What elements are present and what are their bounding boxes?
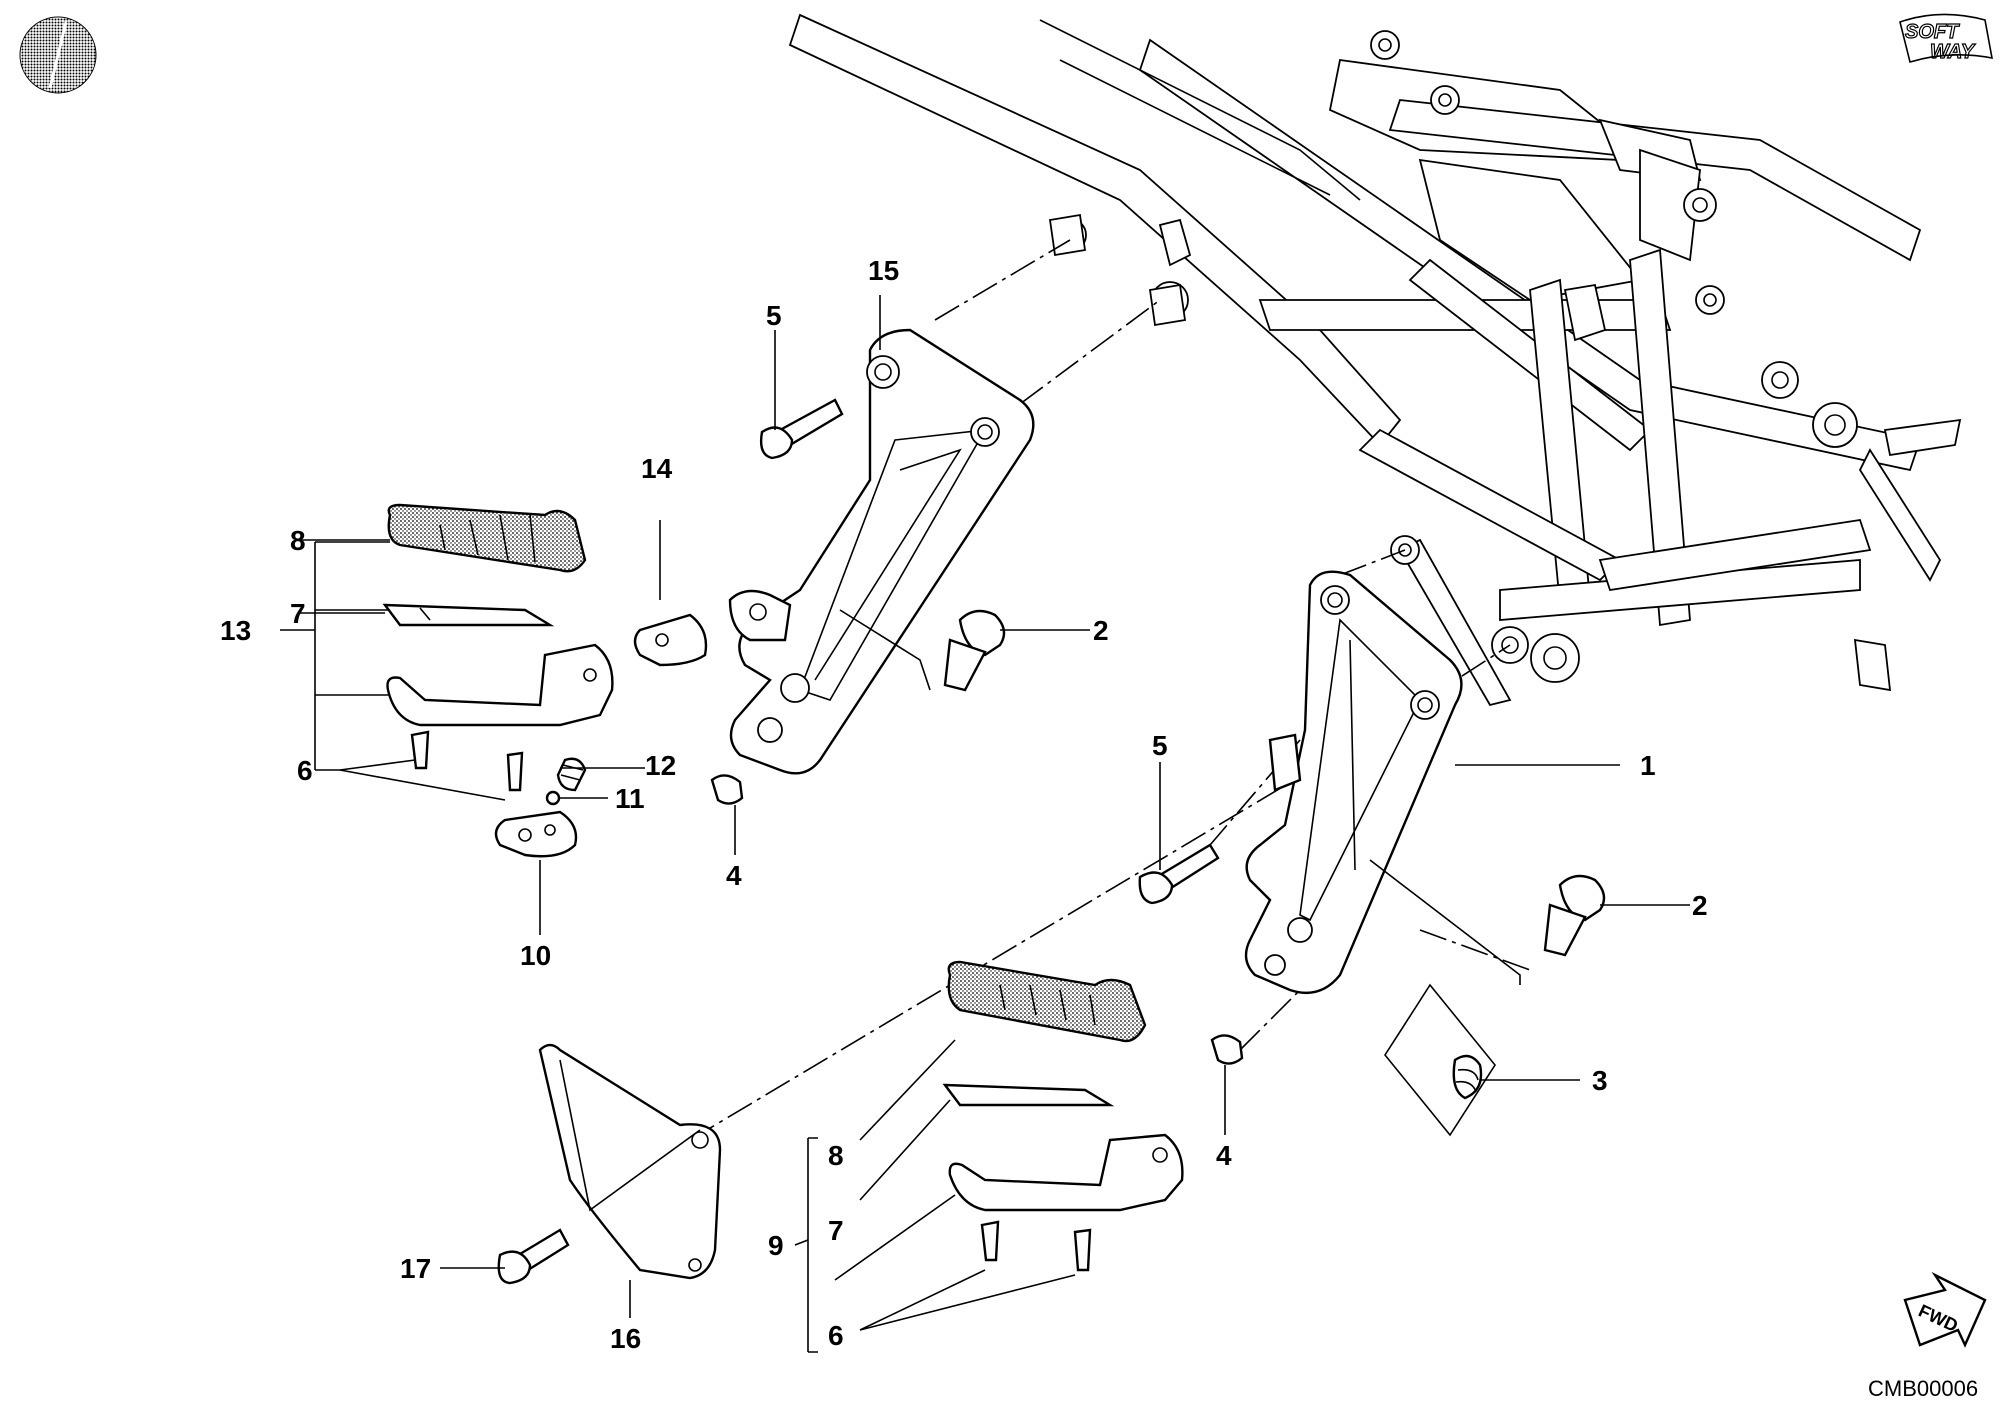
footpeg-body-left <box>386 643 614 727</box>
screw-6-right-a <box>980 1220 1000 1262</box>
callout-5-lower: 5 <box>1152 730 1168 761</box>
softway-logo: SOFT WAY <box>1899 13 1993 64</box>
footpeg-bracket-rear-left <box>728 328 1035 775</box>
callout-17: 17 <box>400 1253 431 1284</box>
callout-3: 3 <box>1592 1065 1608 1096</box>
callout-10: 10 <box>520 940 551 971</box>
callout-4-upper: 4 <box>726 860 742 891</box>
callout-7-left: 7 <box>290 598 306 629</box>
callout-16: 16 <box>610 1323 641 1354</box>
pivot-pin-lower <box>1543 874 1606 957</box>
footpeg-body-right <box>948 1133 1184 1212</box>
callout-4-lower: 4 <box>1216 1140 1232 1171</box>
clip-lower <box>1210 1034 1244 1065</box>
callout-13: 13 <box>220 615 251 646</box>
footpeg-rubber-8-right <box>947 960 1147 1043</box>
bolt-5-upper <box>759 398 844 460</box>
callout-9: 9 <box>768 1230 784 1261</box>
footpeg-bracket-right <box>1244 570 1521 995</box>
motorcycle-frame <box>788 13 1962 712</box>
callout-labels: 1 2 2 3 4 4 5 5 6 6 7 7 8 8 9 10 11 12 1… <box>220 255 1708 1354</box>
pivot-pin-upper <box>943 609 1006 692</box>
clip-upper <box>710 774 744 805</box>
callout-2-upper: 2 <box>1093 615 1109 646</box>
bolt-17 <box>497 1228 570 1285</box>
footpeg-plate-7-left <box>382 603 555 627</box>
callout-7-right: 7 <box>828 1215 844 1246</box>
screw-6-right-b <box>1073 1228 1092 1272</box>
spring <box>1384 983 1496 1137</box>
footpeg-plate-7-right <box>942 1083 1115 1107</box>
plate-10 <box>494 810 578 858</box>
callout-12: 12 <box>645 750 676 781</box>
callout-5-upper: 5 <box>766 300 782 331</box>
callout-6-right: 6 <box>828 1320 844 1351</box>
svg-text:SOFT: SOFT <box>1905 21 1960 43</box>
leader-lines <box>280 295 1690 1353</box>
plate-14 <box>633 613 708 667</box>
screw-6-left-b <box>506 751 524 792</box>
forward-arrow-icon: FWD <box>1903 1271 1987 1348</box>
footpeg-rubber-8-left <box>387 503 587 573</box>
callout-8-right: 8 <box>828 1140 844 1171</box>
svg-text:WAY: WAY <box>1930 41 1976 63</box>
spring-12 <box>556 757 587 792</box>
hatched-circle-icon <box>19 16 97 94</box>
screw-6-left-a <box>410 730 430 770</box>
heel-guard <box>538 1043 722 1280</box>
callout-11: 11 <box>615 783 645 814</box>
bolt-5-lower <box>1138 843 1220 905</box>
callout-2-lower: 2 <box>1692 890 1708 921</box>
drawing-code: CMB00006 <box>1868 1376 1978 1401</box>
ball-11 <box>545 790 561 806</box>
callout-14: 14 <box>641 453 673 484</box>
callout-1: 1 <box>1640 750 1656 781</box>
callout-6-left: 6 <box>297 755 313 786</box>
callout-8-left: 8 <box>290 525 306 556</box>
callout-15: 15 <box>868 255 899 286</box>
